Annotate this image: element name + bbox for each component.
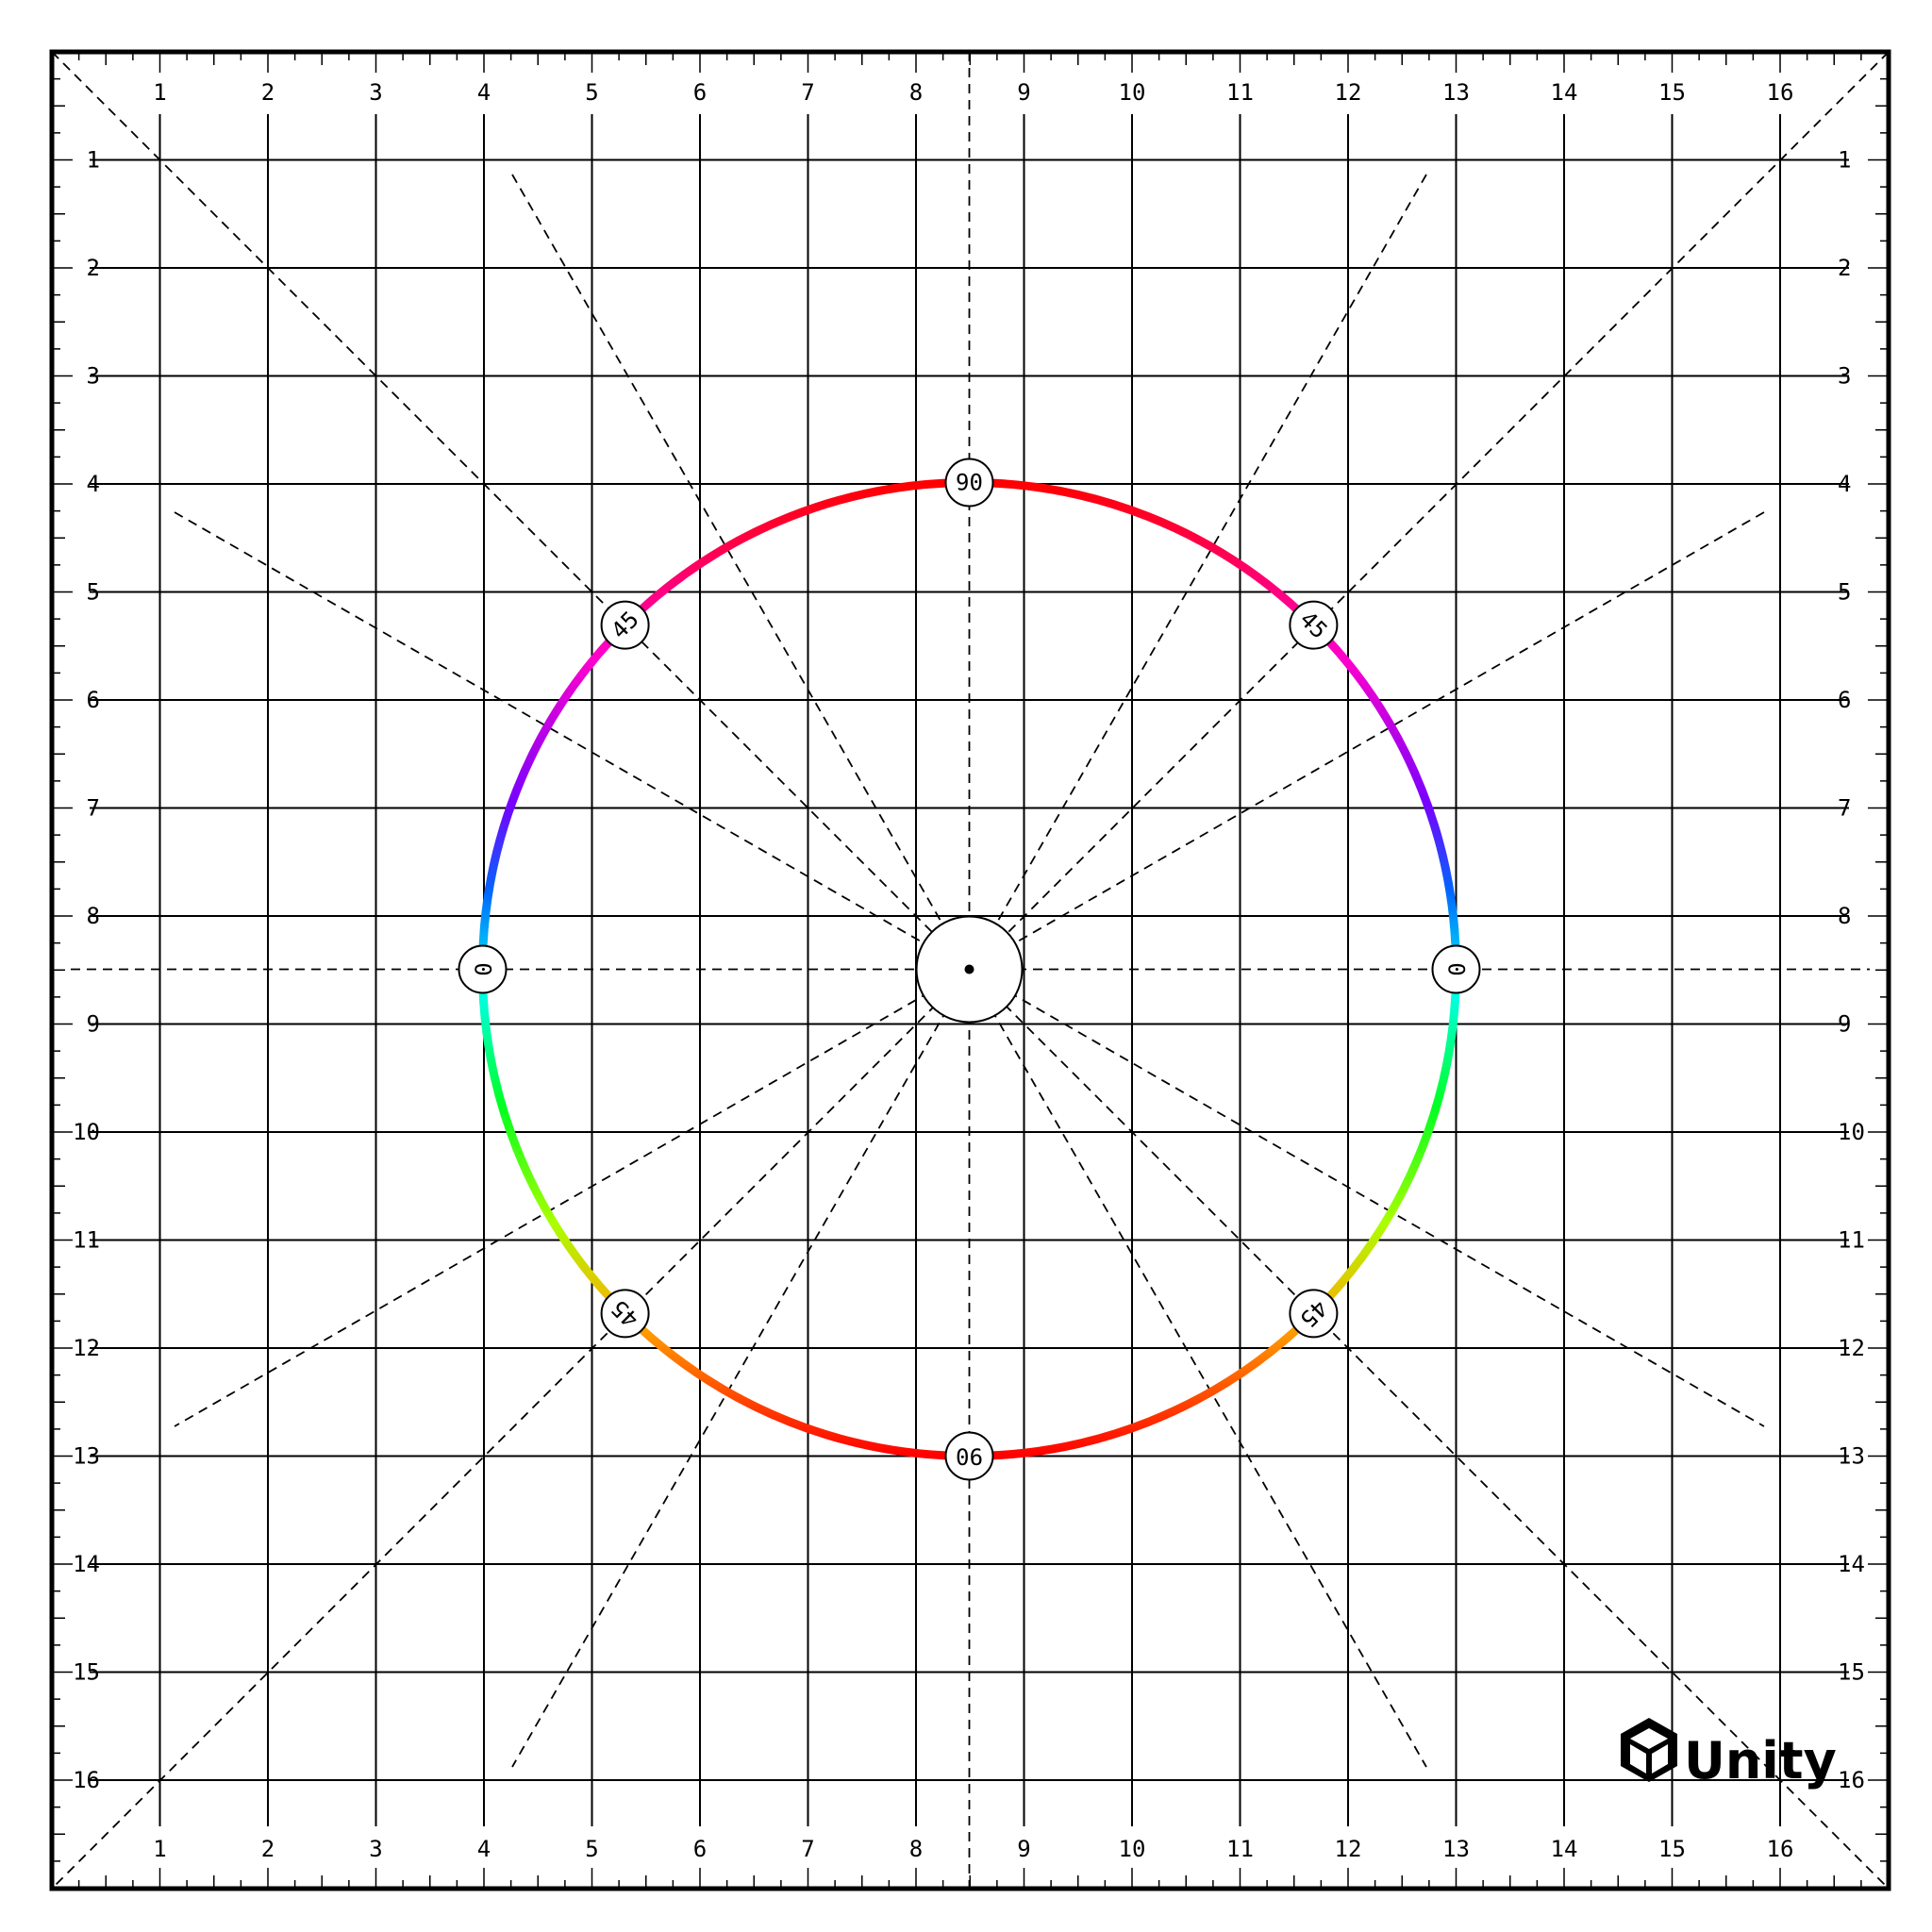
top-axis-label: 8 [909,79,923,106]
angle-marker-circle [944,458,994,508]
right-axis-label: 14 [1838,1551,1865,1577]
top-axis-label: 13 [1442,79,1470,106]
angle-marker-label: 90 [956,1443,983,1470]
left-axis-label: 10 [73,1119,100,1145]
angle-marker-label: 0 [470,962,496,975]
top-axis-label: 16 [1767,79,1794,106]
angle-marker-right: 0 [1431,944,1481,994]
angle-marker-lower-left: 45 [600,1289,650,1339]
bottom-axis-label: 8 [909,1836,923,1862]
left-axis-label: 8 [87,903,100,929]
bottom-axis-label: 13 [1442,1836,1470,1862]
angle-marker-upper-right: 45 [1289,600,1339,650]
top-axis-label: 2 [261,79,275,106]
right-axis-label: 6 [1838,687,1851,713]
left-axis-label: 16 [73,1767,100,1793]
angle-marker-circle [1289,600,1339,650]
top-axis-label: 9 [1017,79,1030,106]
unity-logo: Unity ® [1621,1718,1837,1790]
right-axis-label: 12 [1838,1335,1865,1361]
left-axis-label: 6 [87,687,100,713]
left-axis-label: 15 [73,1659,100,1686]
bottom-axis-label: 11 [1226,1836,1254,1862]
left-axis-label: 3 [87,363,100,390]
top-axis-label: 12 [1335,79,1362,106]
top-axis-label: 14 [1551,79,1578,106]
angle-marker-lower-right: 45 [1289,1289,1339,1339]
unity-registered-mark: ® [1789,1749,1798,1759]
angle-marker-bottom: 90 [944,1431,994,1481]
angle-marker-label: 90 [956,470,983,496]
right-axis-label: 3 [1838,363,1851,390]
bottom-axis-label: 14 [1551,1836,1578,1862]
bottom-axis-label: 2 [261,1836,275,1862]
angle-marker-circle [600,600,650,650]
unity-cube-icon [1621,1718,1677,1782]
top-axis-label: 1 [153,79,166,106]
left-axis-label: 14 [73,1551,100,1577]
right-axis-label: 15 [1838,1659,1865,1686]
right-axis-label: 10 [1838,1119,1865,1145]
right-axis-label: 5 [1838,579,1851,606]
top-axis-label: 11 [1226,79,1254,106]
center-target [915,915,1024,1024]
left-axis-label: 13 [73,1443,100,1470]
unity-wordmark: Unity [1684,1731,1837,1790]
bottom-axis-label: 5 [585,1836,598,1862]
left-axis-label: 5 [87,579,100,606]
left-axis-label: 11 [73,1227,100,1254]
left-axis-label: 9 [87,1011,100,1038]
right-axis-label: 1 [1838,147,1851,174]
top-axis-label: 7 [801,79,814,106]
top-axis-label: 15 [1658,79,1686,106]
angle-marker-upper-left: 45 [600,600,650,650]
right-axis-label: 9 [1838,1011,1851,1038]
right-axis-label: 11 [1838,1227,1865,1254]
right-axis-label: 8 [1838,903,1851,929]
top-axis-label: 5 [585,79,598,106]
bottom-axis-label: 15 [1658,1836,1686,1862]
angle-marker-top: 90 [944,458,994,508]
bottom-axis-label: 9 [1017,1836,1030,1862]
angle-marker-circle [1289,1289,1339,1339]
top-axis-label: 10 [1119,79,1146,106]
angle-marker-label: 0 [1443,962,1470,975]
angle-marker-left: 0 [458,944,508,994]
bottom-axis-label: 3 [369,1836,382,1862]
right-axis-label: 2 [1838,255,1851,281]
bottom-axis-label: 1 [153,1836,166,1862]
top-axis-label: 3 [369,79,382,106]
outer-frame [49,49,1891,1891]
left-axis-label: 4 [87,471,100,497]
left-axis-label: 12 [73,1335,100,1361]
angle-marker-circle [458,944,508,994]
right-axis-label: 13 [1838,1443,1865,1470]
top-axis-label: 4 [477,79,491,106]
right-axis-label: 7 [1838,795,1851,822]
angle-marker-circle [944,1431,994,1481]
angle-marker-circle [1431,944,1481,994]
left-axis-label: 7 [87,795,100,822]
angle-marker-circle [600,1289,650,1339]
bottom-axis-label: 7 [801,1836,814,1862]
left-axis-label: 2 [87,255,100,281]
right-axis-label: 16 [1838,1767,1865,1793]
bottom-axis-label: 16 [1767,1836,1794,1862]
top-axis-label: 6 [693,79,707,106]
left-axis-label: 1 [87,147,100,174]
bottom-axis-label: 4 [477,1836,491,1862]
bottom-axis-label: 10 [1119,1836,1146,1862]
bottom-axis-label: 6 [693,1836,707,1862]
right-axis-label: 4 [1838,471,1851,497]
bottom-axis-label: 12 [1335,1836,1362,1862]
angle-markers: 90 90 0 0 45 45 45 45 [458,458,1481,1481]
center-dot [964,964,974,974]
